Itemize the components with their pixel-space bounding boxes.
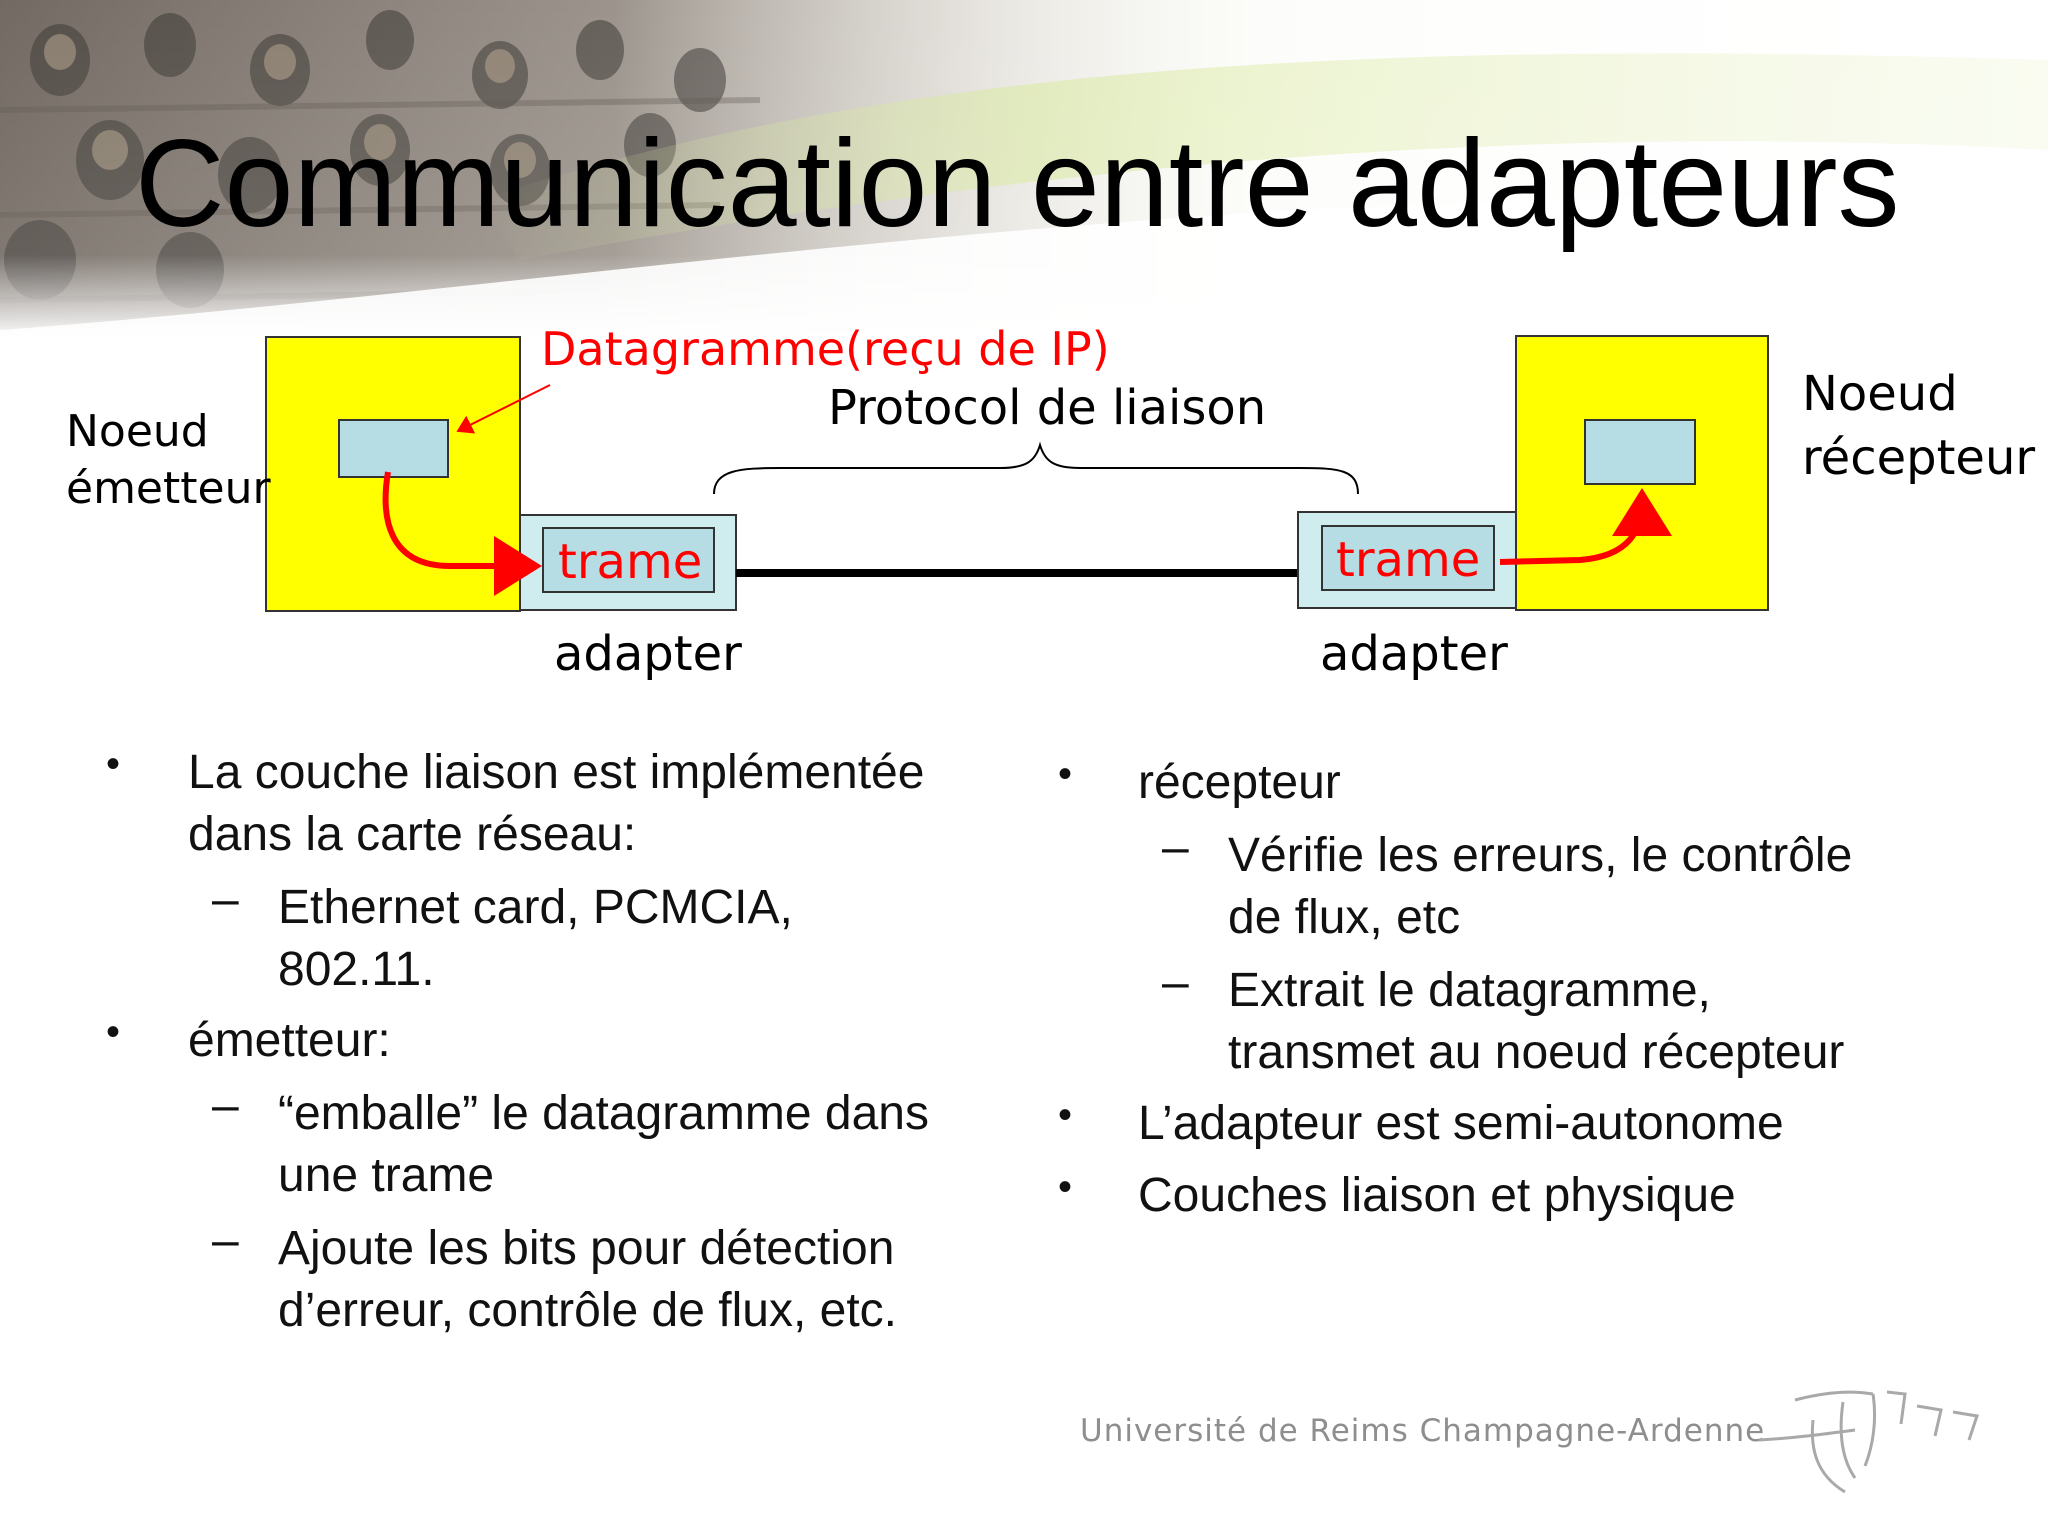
- link-layer-diagram: Datagramme(reçu de IP) Protocol de liais…: [66, 322, 2035, 682]
- text-line: Couches liaison et physique: [1138, 1169, 1736, 1222]
- sub-bullet-dash: –: [212, 1079, 239, 1132]
- bullet-sender: émetteur:: [188, 1010, 391, 1072]
- text-line: Extrait le datagramme,: [1228, 964, 1711, 1017]
- sub-bullet-extract: Extrait le datagramme, transmet au noeud…: [1228, 960, 1844, 1084]
- sub-bullet-dash: –: [212, 1214, 239, 1267]
- text-line: Vérifie les erreurs, le contrôle: [1228, 829, 1853, 882]
- datagram-label: Datagramme(reçu de IP): [541, 322, 1110, 376]
- receiver-frame-box: [1321, 525, 1495, 591]
- protocol-label: Protocol de liaison: [828, 380, 1266, 436]
- sender-encapsulation-arrow: [382, 471, 542, 596]
- text-line: Ajoute les bits pour détection: [278, 1222, 895, 1275]
- text-line: transmet au noeud récepteur: [1228, 1026, 1845, 1079]
- sub-bullet-encapsulate: “emballe” le datagramme dans une trame: [278, 1083, 929, 1207]
- sender-datagram-packet: [338, 419, 449, 478]
- text-line: L’adapteur est semi-autonome: [1138, 1097, 1784, 1150]
- sub-bullet-dash: –: [212, 873, 239, 926]
- text-line: émetteur:: [188, 1014, 391, 1067]
- sender-frame-box: [542, 527, 715, 593]
- receiver-frame-label: trame: [1336, 532, 1480, 588]
- university-name: Université de Reims Champagne-Ardenne: [1080, 1413, 1766, 1449]
- sender-adapter-label: adapter: [554, 626, 742, 682]
- text-line: récepteur: [1138, 756, 1341, 809]
- bullet-layers: Couches liaison et physique: [1138, 1165, 1736, 1227]
- receiver-label-line1: Noeud: [1802, 366, 1958, 422]
- text-line: Ethernet card, PCMCIA,: [278, 881, 793, 934]
- header-photo-banner: [0, 0, 2048, 340]
- bullet-dot: •: [1058, 1165, 1073, 1209]
- slide-title: Communication entre adapteurs: [135, 115, 1900, 253]
- bullet-link-layer-impl: La couche liaison est implémentée dans l…: [188, 742, 924, 866]
- sender-label-line1: Noeud: [66, 406, 209, 457]
- bullet-receiver: récepteur: [1138, 752, 1341, 814]
- protocol-brace: [713, 441, 1359, 495]
- sub-bullet-dash: –: [1162, 956, 1189, 1009]
- datagram-pointer-arrow: [456, 384, 551, 434]
- receiver-decapsulation-arrow: [1499, 488, 1672, 565]
- sub-bullet-error-bits: Ajoute les bits pour détection d’erreur,…: [278, 1218, 897, 1342]
- bullet-semi-autonomous: L’adapteur est semi-autonome: [1138, 1093, 1784, 1155]
- bullet-dot: •: [1058, 1093, 1073, 1137]
- text-line: une trame: [278, 1149, 495, 1202]
- text-line: “emballe” le datagramme dans: [278, 1087, 929, 1140]
- sub-bullet-dash: –: [1162, 821, 1189, 874]
- bullet-dot: •: [106, 1010, 121, 1054]
- receiver-adapter-label: adapter: [1320, 626, 1508, 682]
- text-line: 802.11.: [278, 943, 435, 996]
- text-line: de flux, etc: [1228, 891, 1461, 944]
- urca-logo-icon: [1758, 1390, 1979, 1494]
- sender-label-line2: émetteur: [66, 463, 271, 514]
- bullet-dot: •: [1058, 752, 1073, 796]
- sub-bullet-check-errors: Vérifie les erreurs, le contrôle de flux…: [1228, 825, 1852, 949]
- bullet-dot: •: [106, 742, 121, 786]
- receiver-datagram-packet: [1584, 419, 1696, 485]
- sub-bullet-cards: Ethernet card, PCMCIA, 802.11.: [278, 877, 793, 1001]
- text-line: d’erreur, contrôle de flux, etc.: [278, 1284, 897, 1337]
- text-line: dans la carte réseau:: [188, 808, 637, 861]
- receiver-label-line2: récepteur: [1802, 430, 2035, 486]
- text-line: La couche liaison est implémentée: [188, 746, 925, 799]
- sender-frame-label: trame: [558, 534, 702, 590]
